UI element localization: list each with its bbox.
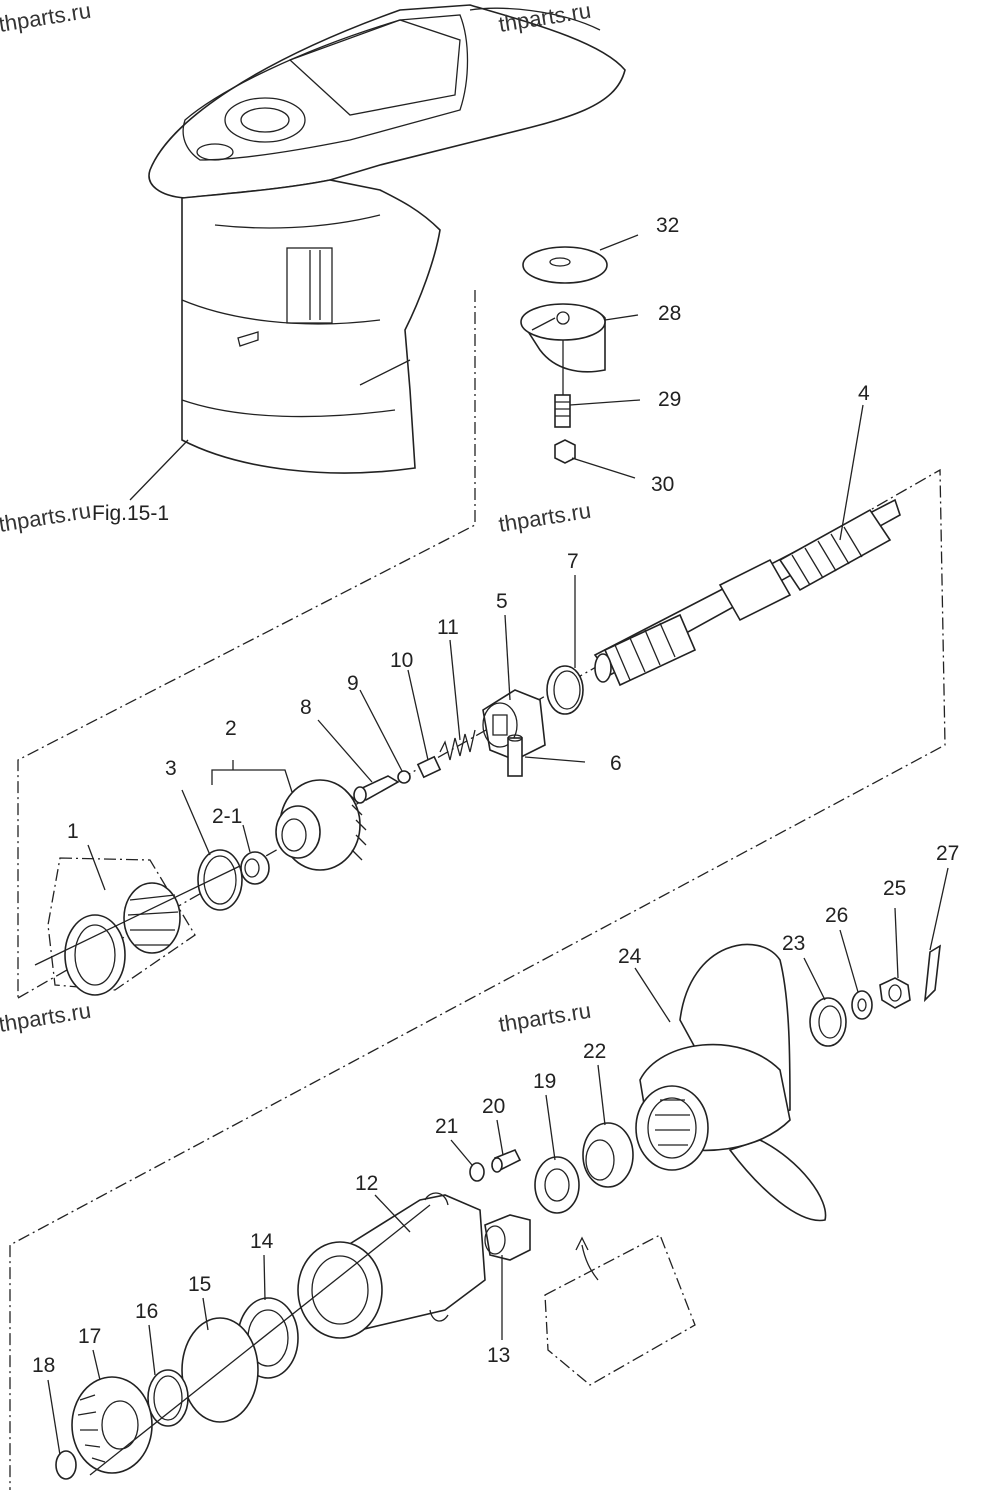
callout-17: 17 <box>78 1325 101 1348</box>
ball-9 <box>397 770 411 784</box>
callout-20: 20 <box>482 1095 505 1118</box>
callout-26: 26 <box>825 904 848 927</box>
callout-6: 6 <box>610 752 622 775</box>
watermark-text: thparts.ru <box>497 998 593 1037</box>
callout-7: 7 <box>567 550 579 573</box>
callout-21: 21 <box>435 1115 458 1138</box>
callout-11: 11 <box>437 616 459 639</box>
callout-14: 14 <box>250 1230 274 1253</box>
callout-13: 13 <box>487 1344 510 1367</box>
watermark-text: thparts.ru <box>497 498 593 537</box>
figure-reference: Fig.15-1 <box>92 502 169 525</box>
bushing-13 <box>484 1214 531 1261</box>
bolt-29 <box>554 394 571 428</box>
callout-3: 3 <box>165 757 177 780</box>
callout-30: 30 <box>651 473 674 496</box>
pin-6 <box>507 734 523 777</box>
forward-gear-2 <box>275 779 367 871</box>
callout-25: 25 <box>883 877 906 900</box>
washer-26 <box>851 990 873 1020</box>
bolt-20 <box>491 1148 522 1173</box>
cover-plate-32 <box>522 246 608 284</box>
callout-24: 24 <box>618 945 642 968</box>
o-ring-15 <box>181 1317 259 1423</box>
lower-casing-icon <box>148 4 626 474</box>
callout-32: 32 <box>656 214 679 237</box>
shim-16 <box>147 1369 189 1427</box>
spacer-22 <box>582 1122 634 1188</box>
oil-seal-19 <box>534 1156 580 1214</box>
shim-3 <box>197 849 243 911</box>
washer-21 <box>469 1162 485 1182</box>
callout-29: 29 <box>658 388 681 411</box>
callout-4: 4 <box>858 382 870 405</box>
propeller-icon <box>635 943 827 1222</box>
plunger-8 <box>353 775 400 804</box>
spacer-23 <box>809 997 847 1047</box>
nut-30 <box>554 439 576 464</box>
callout-10: 10 <box>390 649 413 672</box>
propeller-shaft-icon <box>593 498 901 687</box>
taper-bearing-1 <box>64 882 181 996</box>
callout-16: 16 <box>135 1300 158 1323</box>
callout-18: 18 <box>32 1354 55 1377</box>
callout-27: 27 <box>936 842 959 865</box>
part-10 <box>416 755 442 779</box>
ring-7 <box>546 665 584 715</box>
callout-28: 28 <box>658 302 681 325</box>
callout-22: 22 <box>583 1040 606 1063</box>
watermark-text: thparts.ru <box>0 498 93 537</box>
watermark-text: thparts.ru <box>0 998 93 1037</box>
cotter-pin-27 <box>923 944 941 1003</box>
bearing-housing-12 <box>297 1192 486 1339</box>
callout-2-1: 2-1 <box>212 805 242 828</box>
callout-labels: 32 28 29 30 4 7 5 11 10 9 8 2 2-1 3 1 6 … <box>32 214 959 1377</box>
callout-15: 15 <box>188 1273 211 1296</box>
bushing-2-1 <box>240 851 270 885</box>
callout-1: 1 <box>67 820 79 843</box>
reverse-gear-17 <box>71 1376 153 1474</box>
nut-25 <box>879 977 911 1009</box>
trim-tab-28 <box>520 303 606 395</box>
callout-2: 2 <box>225 717 237 740</box>
leader-lines <box>34 234 949 1476</box>
dog-clutch-5 <box>482 689 546 761</box>
callout-5: 5 <box>496 590 508 613</box>
washer-18 <box>55 1450 77 1480</box>
callout-9: 9 <box>347 672 359 695</box>
spring-11 <box>439 729 476 761</box>
callout-23: 23 <box>782 932 805 955</box>
callout-12: 12 <box>355 1172 378 1195</box>
callout-19: 19 <box>533 1070 556 1093</box>
callout-8: 8 <box>300 696 312 719</box>
watermark-text: thparts.ru <box>0 0 93 37</box>
